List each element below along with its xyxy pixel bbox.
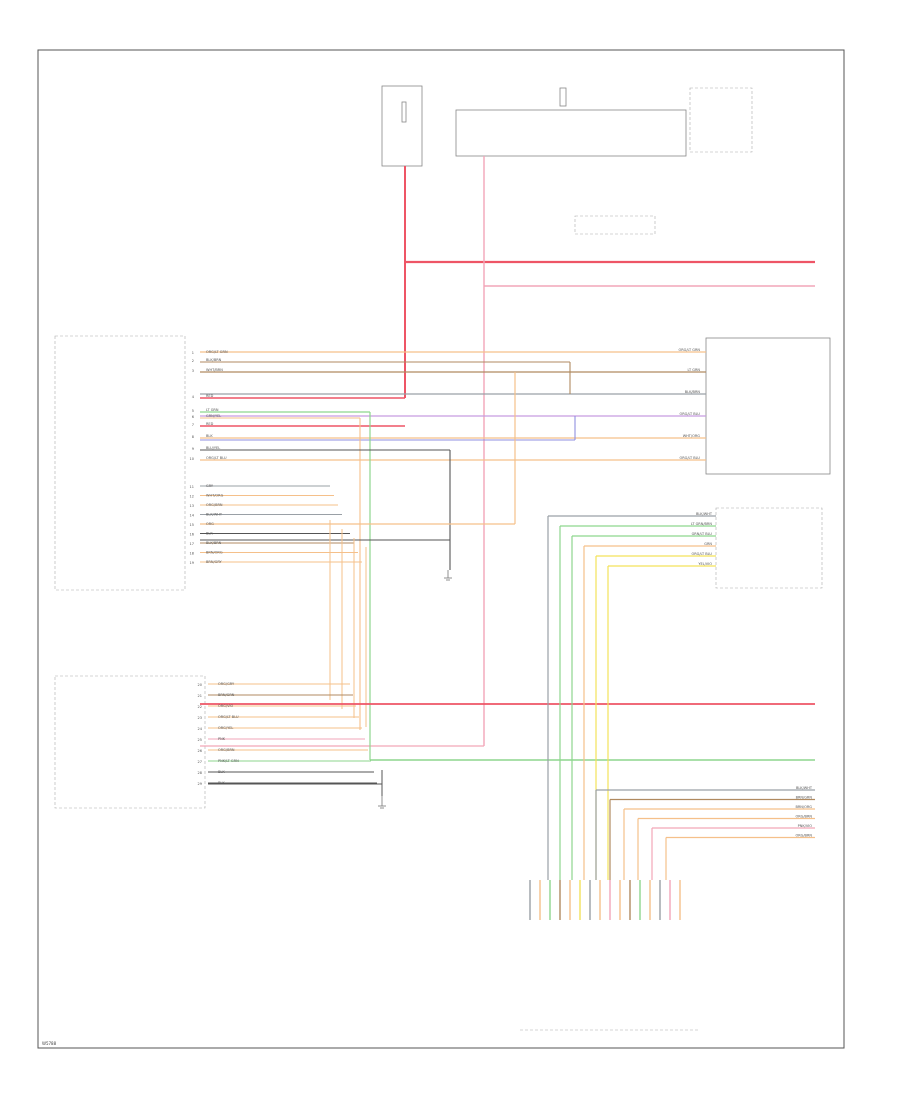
mid-row-wire-12: WHT/ORG (206, 494, 224, 498)
bottom-right-row-wire-3: BRN/ORG (795, 805, 812, 809)
lower-row-num-28: 28 (198, 771, 202, 775)
lower-row-num-20: 20 (198, 683, 202, 687)
right-lower-module-box (715, 507, 823, 589)
lower-row-wire-20: ORG/GRY (218, 682, 235, 686)
wires-layer (200, 156, 815, 920)
left-row-wire-4: RED (206, 394, 214, 398)
left-connector-dashed-box (54, 335, 186, 591)
mid-row-num-18: 18 (190, 552, 194, 556)
left-row-wire-2: BLK/BRN (206, 358, 222, 362)
lower-row-num-26: 26 (198, 749, 202, 753)
lower-row-wire-24: ORG/YEL (218, 726, 233, 730)
bottom-right-row-wire-2: BRN/GRN (796, 796, 813, 800)
left-row-wire-8: BLK (206, 434, 213, 438)
mid-row-wire-11: GRY (206, 484, 214, 488)
left-row-num-9: 9 (192, 447, 194, 451)
ground-symbol-1 (444, 570, 452, 581)
left-row-num-7: 7 (192, 423, 194, 427)
mid-row-num-16: 16 (190, 533, 194, 537)
lower-row-num-23: 23 (198, 716, 202, 720)
lower-row-wire-22: ORG/VIO (218, 704, 234, 708)
right-lower-row-wire-5: ORG/LT BLU (691, 552, 712, 556)
left-row-num-4: 4 (192, 395, 195, 399)
mid-row-wire-17: BLK/BRN (206, 541, 222, 545)
relay-block (455, 87, 687, 157)
right-module-box (705, 337, 831, 475)
splice-box (574, 215, 656, 235)
mid-row-num-15: 15 (190, 523, 194, 527)
lower-row-num-22: 22 (198, 705, 202, 709)
lower-left-connector-dashed-box (54, 675, 206, 809)
right-lower-module-labels: BLK/WHT LT GRN/BRN GRN/LT BLU GRN ORG/LT BLU… (691, 512, 713, 566)
right-row-wire-1: ORG/LT GRN (678, 348, 700, 352)
bottom-right-row-wire-1: BLK/WHT (796, 786, 813, 790)
right-row-wire-6: ORG/LT BLU (679, 456, 700, 460)
left-row-num-3: 3 (192, 369, 194, 373)
mid-row-wire-18: BRN/ORG (206, 551, 223, 555)
ground-symbol-2 (378, 796, 386, 809)
lower-row-wire-29: BLK (218, 781, 225, 785)
right-module-labels: ORG/LT GRN LT GRN BLK/BRN ORG/LT BLU WHT/ORG… (678, 348, 700, 460)
lower-row-wire-23: ORG/LT BLU (218, 715, 239, 719)
lower-row-num-25: 25 (198, 738, 202, 742)
mid-row-wire-15: ORG (206, 522, 214, 526)
right-lower-row-wire-2: LT GRN/BRN (691, 522, 712, 526)
mid-row-wire-19: BRN/GRY (206, 560, 223, 564)
lower-row-wire-28: BLK (218, 770, 225, 774)
right-row-wire-2: LT GRN (688, 368, 701, 372)
bottom-right-labels: BLK/WHT BRN/GRN BRN/ORG ORG/BRN PNK/VIO ORG/B… (795, 786, 812, 838)
left-row-num-5: 5 (192, 409, 194, 413)
lower-row-num-27: 27 (198, 760, 202, 764)
left-row-num-1: 1 (192, 351, 194, 355)
lower-connector-labels: 20 ORG/GRY 21 BRN/GRN 22 ORG/VIO 23 ORG/LT BLU 2… (198, 682, 240, 786)
mid-row-wire-16: BLK (206, 532, 213, 536)
left-row-num-8: 8 (192, 435, 194, 439)
corner-code: W5788 (42, 1041, 57, 1046)
right-lower-row-wire-3: GRN/LT BLU (692, 532, 713, 536)
bottom-right-row-wire-5: PNK/VIO (798, 824, 813, 828)
mid-row-num-14: 14 (190, 514, 195, 518)
mid-row-num-19: 19 (190, 561, 194, 565)
mid-row-num-17: 17 (190, 542, 194, 546)
right-row-wire-3: BLK/BRN (685, 390, 701, 394)
diagram-border (37, 49, 845, 1049)
left-row-wire-3: WHT/BRN (206, 368, 223, 372)
fuse-block (381, 85, 423, 167)
lower-row-num-29: 29 (198, 782, 202, 786)
relay-notes-box (689, 87, 753, 153)
left-row-wire-7: RED (206, 422, 214, 426)
lower-row-wire-27: PNK/LT GRN (218, 759, 239, 763)
left-row-wire-1: ORG/LT GRN (206, 350, 228, 354)
left-row-wire-5: LT GRN (206, 408, 219, 412)
left-row-num-2: 2 (192, 359, 194, 363)
lower-row-wire-25: PNK (218, 737, 226, 741)
lower-row-num-24: 24 (198, 727, 203, 731)
lower-row-wire-26: ORG/BRN (218, 748, 235, 752)
bottom-right-row-wire-6: ORG/BRN (795, 834, 812, 838)
right-lower-row-wire-1: BLK/WHT (696, 512, 713, 516)
mid-row-num-13: 13 (190, 504, 194, 508)
bottom-right-row-wire-4: ORG/BRN (795, 815, 812, 819)
left-row-wire-10: ORG/LT BLU (206, 456, 227, 460)
left-row-wire-6: GRN/YEL (206, 414, 221, 418)
mid-row-wire-13: ORG/BRN (206, 503, 223, 507)
mid-row-wire-14: BLK/WHT (206, 513, 223, 517)
right-lower-row-wire-6: YEL/VIO (698, 562, 712, 566)
right-lower-row-wire-4: GRN (704, 542, 712, 546)
lower-row-wire-21: BRN/GRN (218, 693, 235, 697)
right-row-wire-5: WHT/ORG (683, 434, 701, 438)
right-row-wire-4: ORG/LT BLU (679, 412, 700, 416)
mid-row-num-12: 12 (190, 495, 194, 499)
lower-row-num-21: 21 (198, 694, 202, 698)
left-row-num-10: 10 (190, 457, 194, 461)
left-row-num-6: 6 (192, 415, 194, 419)
left-row-wire-9: BLU/YEL (206, 446, 220, 450)
mid-row-num-11: 11 (190, 485, 194, 489)
